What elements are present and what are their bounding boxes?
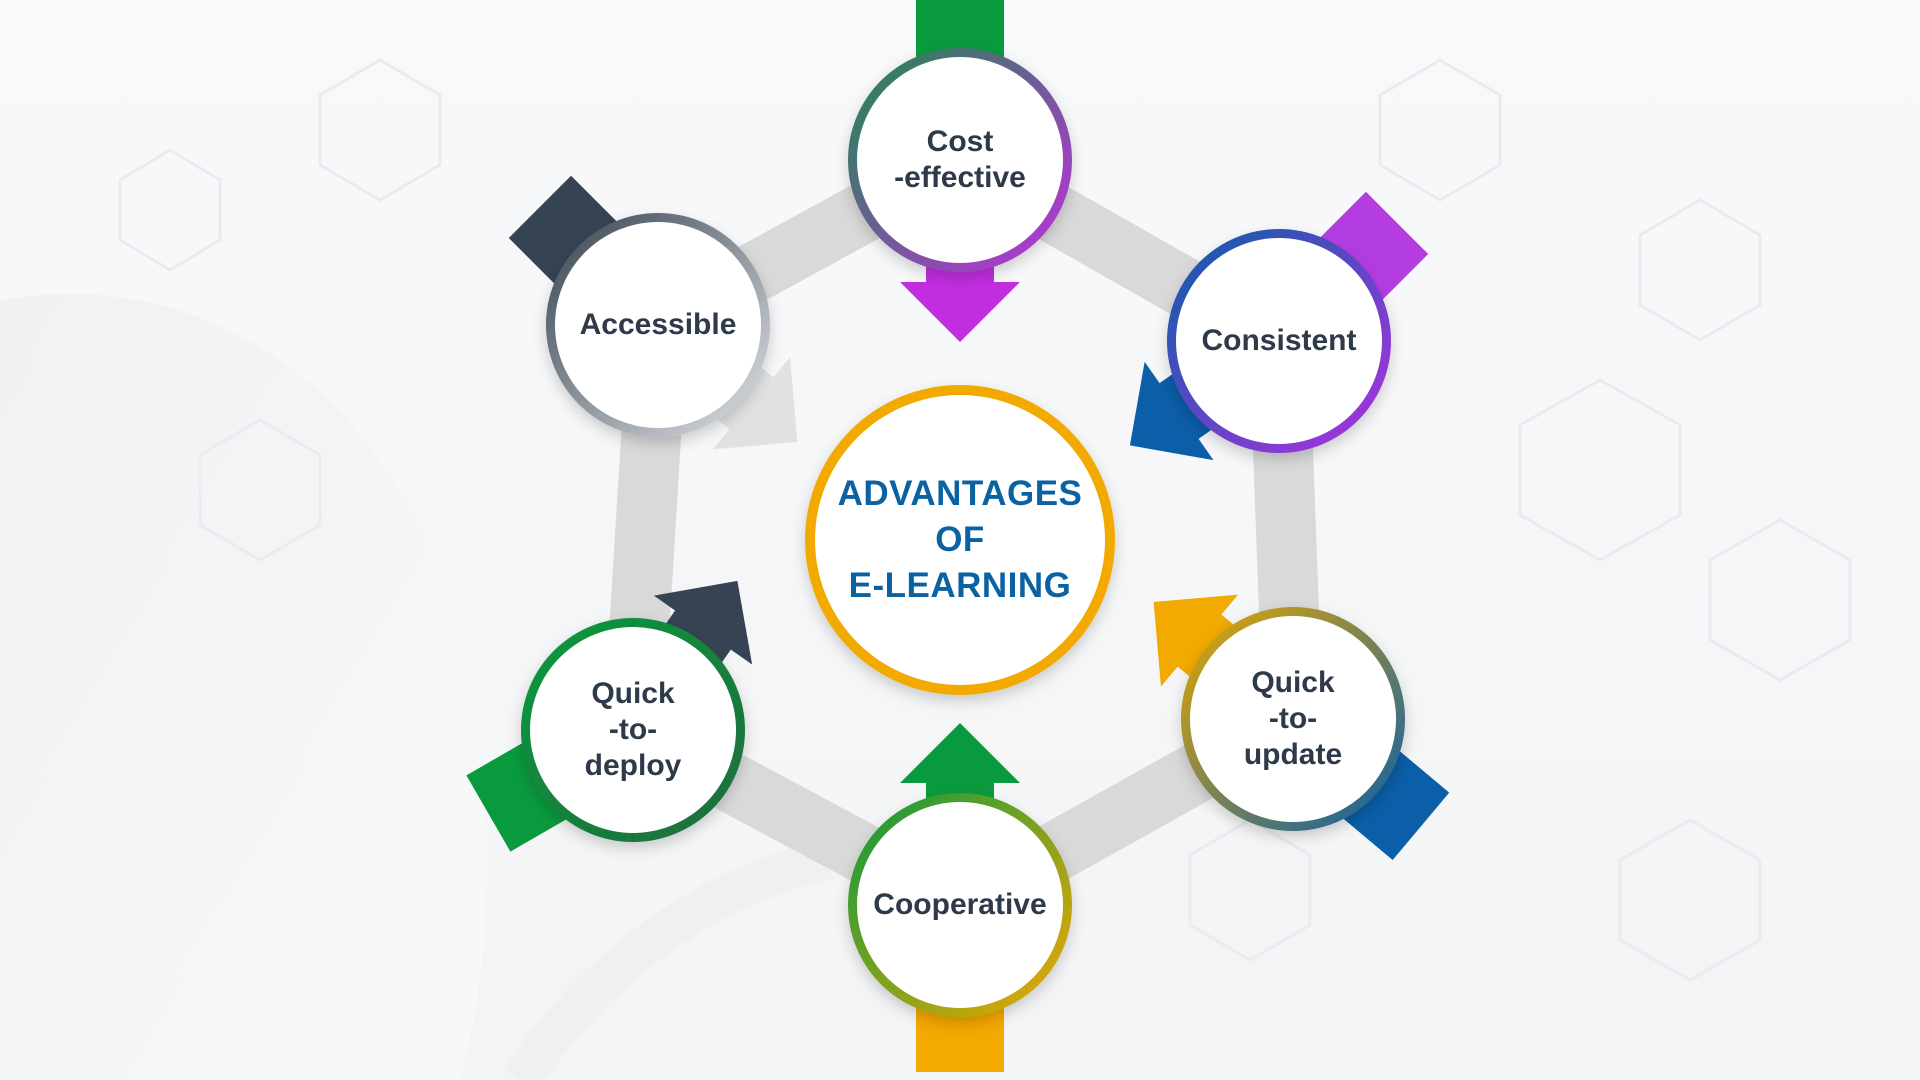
- center-title: ADVANTAGES OF E-LEARNING: [820, 400, 1100, 680]
- node-label-line: deploy: [584, 749, 682, 782]
- node-label-line: update: [1243, 738, 1343, 771]
- center-title-line: OF: [935, 520, 985, 559]
- node-label-line: -effective: [894, 161, 1026, 194]
- node-label-quick-to-update: Quick -to- update: [1193, 619, 1393, 819]
- center-circle: [805, 385, 1115, 695]
- node-label-quick-to-deploy: Quick -to- deploy: [533, 630, 733, 830]
- node-fill: [1176, 238, 1382, 444]
- node-label-line: Cost: [926, 125, 994, 158]
- node-label-consistent: Consistent: [1179, 241, 1379, 441]
- center-fill: [815, 395, 1105, 685]
- node-circle-quick-to-update: [1181, 607, 1405, 831]
- node-circle-consistent: [1167, 229, 1391, 453]
- node-label-cooperative: Cooperative: [860, 805, 1060, 1005]
- node-label-line: Quick: [591, 677, 675, 710]
- node-label-line: -to-: [608, 713, 658, 746]
- node-label-line: -to-: [1268, 702, 1318, 735]
- center-title-line: ADVANTAGES: [837, 474, 1083, 513]
- node-fill: [857, 57, 1063, 263]
- node-label-line: Consistent: [1201, 324, 1357, 357]
- background-curve: [503, 840, 834, 1080]
- node-fill: [530, 627, 736, 833]
- node-circle-cost-effective: [848, 48, 1072, 272]
- node-label-line: Quick: [1251, 666, 1335, 699]
- node-label-line: Accessible: [579, 308, 737, 341]
- node-circle-cooperative: [848, 793, 1072, 1017]
- node-fill: [555, 222, 761, 428]
- node-label-line: Cooperative: [873, 888, 1047, 921]
- node-fill: [1190, 616, 1396, 822]
- node-circle-quick-to-deploy: [521, 618, 745, 842]
- center-title-line: E-LEARNING: [848, 566, 1072, 605]
- background-hexagons: [118, 58, 1852, 982]
- node-label-accessible: Accessible: [558, 225, 758, 425]
- node-fill: [857, 802, 1063, 1008]
- node-circle-accessible: [546, 213, 770, 437]
- background-leaf-shape: [0, 293, 487, 1080]
- node-label-cost-effective: Cost -effective: [860, 60, 1060, 260]
